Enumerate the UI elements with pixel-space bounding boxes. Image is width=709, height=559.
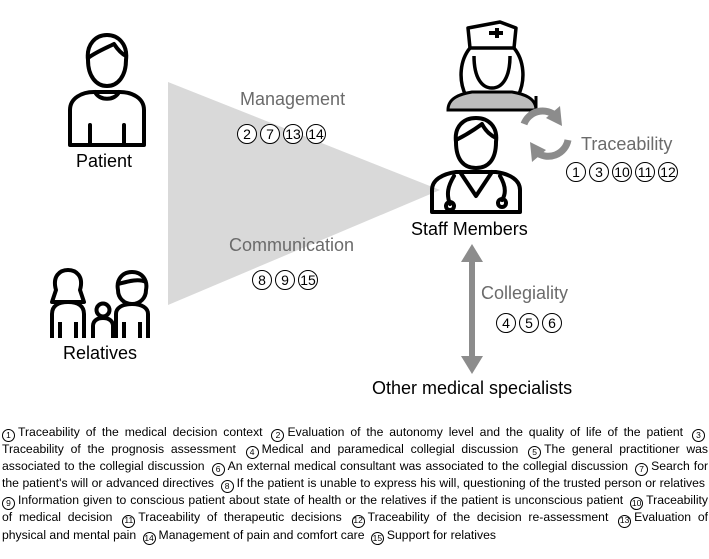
legend-number: 5 (528, 446, 542, 460)
legend-text: Support for relatives (386, 527, 496, 542)
double-arrow-icon (461, 244, 483, 374)
cycle-arrows-icon (520, 106, 572, 162)
specialists-label: Other medical specialists (372, 378, 573, 398)
legend-text: The general practitioner was associated … (2, 442, 709, 474)
legend-number: 12 (351, 514, 365, 528)
legend-text: Traceability of the decision re-assessme… (367, 510, 609, 525)
legend-number: 4 (245, 446, 259, 460)
item-badge: 3 (589, 162, 609, 182)
legend-number: 2 (271, 429, 285, 443)
legend-number: 8 (220, 480, 234, 494)
funnel-triangle (168, 82, 440, 305)
communication-items: 8 9 15 (252, 270, 318, 290)
legend-text: Traceability of therapeutic decisions (138, 510, 342, 525)
management-label: Management (240, 89, 346, 109)
relatives-icon (50, 268, 150, 338)
item-badge: 9 (275, 270, 295, 290)
item-badge: 4 (496, 313, 516, 333)
item-badge: 7 (260, 124, 280, 144)
legend-number: 15 (370, 531, 384, 545)
care-process-diagram: Patient Relatives Staff Members Other me… (50, 20, 678, 398)
legend-number: 10 (630, 497, 644, 511)
legend-number: 7 (635, 463, 649, 477)
item-badge: 5 (519, 313, 539, 333)
traceability-items: 1 3 10 11 12 (566, 162, 678, 182)
legend-number: 14 (142, 531, 156, 545)
item-badge: 1 (566, 162, 586, 182)
legend-number: 9 (2, 497, 15, 511)
item-badge: 15 (298, 270, 318, 290)
item-badge: 13 (283, 124, 303, 144)
relatives-label: Relatives (63, 343, 138, 363)
legend-text: Information given to conscious patient a… (18, 493, 624, 508)
item-badge: 6 (542, 313, 562, 333)
item-badge: 2 (237, 124, 257, 144)
legend-text: Search for the patient's will or advance… (2, 459, 709, 491)
legend-text: Traceability of the medical decision con… (18, 425, 263, 439)
legend-number: 3 (691, 429, 705, 443)
item-badge: 10 (612, 162, 632, 182)
nurse-icon (446, 20, 538, 112)
legend-text: Evaluation of the autonomy level and the… (287, 425, 684, 439)
patient-label: Patient (76, 151, 133, 171)
legend-text: If the patient is unable to express his … (236, 476, 705, 491)
diagram-graphics (50, 20, 572, 374)
legend-text: Evaluation of physical and mental pain (2, 510, 709, 542)
management-items: 2 7 13 14 (237, 124, 326, 144)
legend-item: 3Traceability of the prognosis assessmen… (2, 425, 708, 456)
legend-number: 1 (2, 429, 15, 443)
collegiality-items: 4 5 6 (496, 313, 562, 333)
legend-text: An external medical consultant was assoc… (227, 459, 629, 474)
doctor-icon (430, 116, 522, 214)
legend-text: Traceability of medical decision (2, 493, 709, 525)
communication-label: Communication (229, 235, 355, 255)
traceability-label: Traceability (581, 134, 673, 154)
item-badge: 8 (252, 270, 272, 290)
staff-label: Staff Members (411, 219, 528, 239)
legend-text: Management of pain and comfort care (158, 527, 365, 542)
collegiality-label: Collegiality (481, 283, 569, 303)
legend-number: 13 (618, 514, 632, 528)
item-badge: 11 (635, 162, 655, 182)
legend-number: 11 (122, 514, 136, 528)
item-badge: 14 (306, 124, 326, 144)
item-badge: 12 (658, 162, 678, 182)
legend-text: Medical and paramedical collegial discus… (261, 442, 519, 457)
patient-icon (68, 33, 146, 147)
legend-number: 6 (211, 463, 225, 477)
legend-text: Traceability of the prognosis assessment (2, 442, 236, 457)
